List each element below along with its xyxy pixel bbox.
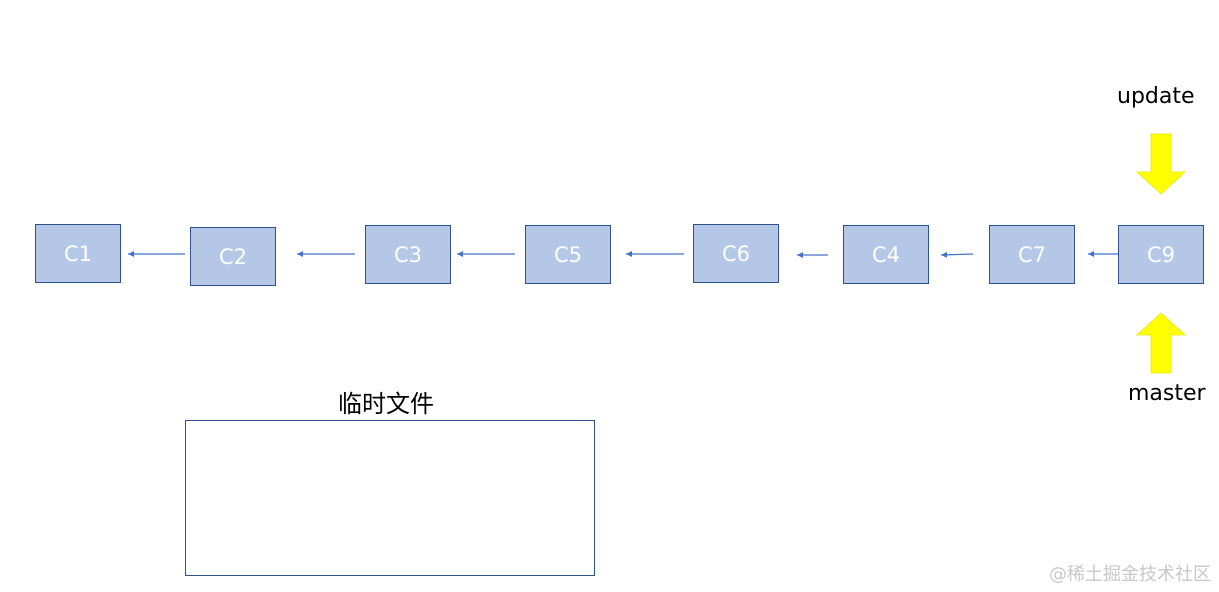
commit-c2: C2 (190, 227, 276, 286)
branch-label-update: update (1117, 84, 1195, 109)
temp-file-title: 临时文件 (338, 390, 434, 418)
commit-label: C4 (871, 242, 901, 267)
commit-c4: C4 (843, 225, 929, 284)
commit-c7: C7 (989, 225, 1075, 284)
commit-c3: C3 (365, 225, 451, 284)
update-pointer-arrow (1135, 133, 1187, 195)
commit-c1: C1 (35, 224, 121, 283)
branch-label-master: master (1128, 381, 1206, 406)
commit-label: C1 (63, 241, 93, 266)
temp-file-box (185, 420, 595, 576)
commit-c5: C5 (525, 225, 611, 284)
commit-label: C6 (721, 241, 751, 266)
commit-label: C5 (553, 242, 583, 267)
commit-label: C2 (218, 244, 248, 269)
commit-c6: C6 (693, 224, 779, 283)
commit-label: C7 (1017, 242, 1047, 267)
watermark: @稀土掘金技术社区 (1049, 564, 1211, 585)
commit-label: C9 (1146, 242, 1176, 267)
master-pointer-arrow (1135, 312, 1187, 374)
arrow-c7-to-c4 (940, 251, 974, 258)
commit-label: C3 (393, 242, 423, 267)
commit-c9: C9 (1118, 225, 1204, 284)
